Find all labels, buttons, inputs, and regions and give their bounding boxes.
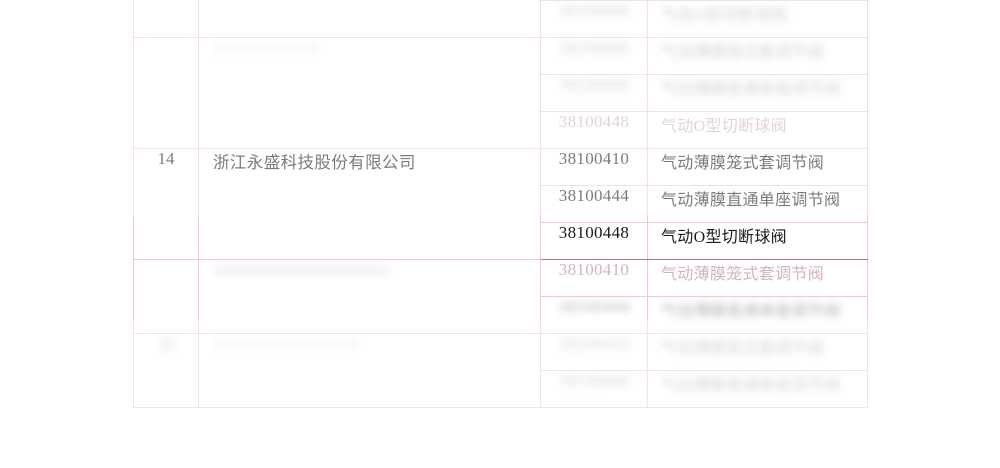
product-name-cell: 气动O型切断球阀 (647, 111, 868, 149)
product-code: 38100000 (558, 38, 630, 57)
product-code-cell: 38100448 (540, 222, 648, 260)
company-name: ○○○○○○○○○○ (213, 38, 317, 57)
table-row[interactable]: 38100444 气动薄膜直通单座调节阀 (134, 296, 868, 334)
product-code: 38100448 (558, 223, 630, 242)
table-row[interactable]: ○○○○○○○○○○ 38100000 气动薄膜笼式套调节阀 (133, 37, 868, 149)
product-code-cell: 38100000 (540, 74, 648, 112)
product-code-cell: 38100410 (540, 259, 648, 297)
product-name-cell: 气动薄膜直通单座调节阀 (647, 74, 868, 112)
row-index (134, 0, 198, 37)
table-row-focused[interactable]: 14 浙江永盛科技股份有限公司 38100410 气动薄膜笼式套调节阀 (133, 148, 868, 260)
product-name: 气动O型切断球阀 (661, 229, 787, 246)
company-cell-container: ○○○○○○○○○○○○○○ (198, 333, 541, 408)
product-name-cell: 气动O型切断球阀 (647, 222, 868, 260)
product-name-cell: 气动薄膜直通单座调节阀 (647, 370, 868, 408)
row-index (134, 38, 198, 148)
row-index: 14 (157, 149, 175, 168)
company-name: ○○○○○○○○○○○○○○ (213, 334, 359, 353)
product-code-cell: 38100448 (540, 111, 648, 149)
table-row[interactable]: ○○○○○○○○○○○○○○○○○ 38100410 气动薄膜笼式套调节阀 (133, 259, 868, 334)
product-code-cell: 38100410 (540, 148, 648, 186)
product-name: 气动O型切断球阀 (661, 7, 787, 24)
page-margin-left (0, 0, 133, 468)
table-body: ○○○○○○○○○○○○○○○○ 38100000 气动薄膜笼式套调节阀 381… (133, 0, 868, 408)
product-code: 38100000 (558, 1, 630, 20)
table-row[interactable]: 38100448 气动O型切断球阀 (134, 111, 868, 149)
company-name: ○○○○○○○○○○○○○○○○○ (213, 260, 390, 279)
row-index-cell (133, 37, 199, 149)
table-row[interactable]: 16 ○○○○○○○○○○○○○○ 38100410 气动薄膜笼式套调节阀 (133, 333, 868, 408)
product-code-cell: 38100000 (540, 37, 648, 75)
product-name: 气动薄膜笼式套调节阀 (661, 266, 825, 283)
product-code: 38100000 (558, 75, 630, 94)
row-index-cell (133, 0, 199, 38)
product-code: 38100444 (558, 371, 630, 390)
product-code-cell: 38100444 (540, 296, 648, 334)
product-name-cell: 气动薄膜笼式套调节阀 (647, 37, 868, 75)
company-name: ○○○○○○○○○○○○○○○○ (199, 0, 540, 37)
row-index-cell (133, 259, 199, 334)
product-name-cell: 气动O型切断球阀 (647, 0, 868, 38)
page-margin-right (868, 0, 1000, 468)
product-name-cell: 气动薄膜直通单座调节阀 (647, 296, 868, 334)
product-name: 气动薄膜笼式套调节阀 (661, 44, 825, 61)
product-name: 气动薄膜笼式套调节阀 (661, 155, 825, 172)
table-row[interactable]: 38100444 气动薄膜直通单座调节阀 (134, 370, 868, 408)
product-code-cell: 38100444 (540, 185, 648, 223)
product-name: 气动薄膜笼式套调节阀 (661, 340, 825, 357)
product-code: 38100444 (558, 186, 630, 205)
row-index: 16 (157, 334, 175, 353)
company-cell-container: ○○○○○○○○○○○○○○○○○ (198, 259, 541, 334)
product-name: 气动薄膜直通单座调节阀 (661, 192, 841, 209)
table-row[interactable]: 38100000 气动薄膜直通单座调节阀 (134, 74, 868, 112)
product-code: 38100448 (558, 112, 630, 131)
product-name-cell: 气动薄膜直通单座调节阀 (647, 185, 868, 223)
product-name: 气动薄膜直通单座调节阀 (661, 377, 841, 394)
row-index-cell: 14 (133, 148, 199, 260)
company-name: 浙江永盛科技股份有限公司 (213, 153, 416, 172)
product-name: 气动薄膜直通单座调节阀 (661, 81, 841, 98)
product-code: 38100444 (558, 297, 630, 316)
product-name-cell: 气动薄膜笼式套调节阀 (647, 148, 868, 186)
product-code-cell: 38100000 (540, 0, 648, 38)
row-index (134, 260, 198, 333)
product-name: 气动O型切断球阀 (661, 118, 787, 135)
company-cell-container: 浙江永盛科技股份有限公司 (198, 148, 541, 260)
product-code: 38100410 (558, 149, 630, 168)
company-cell-container: ○○○○○○○○○○ (198, 37, 541, 149)
product-name: 气动薄膜直通单座调节阀 (661, 303, 841, 320)
table-row-focused[interactable]: 38100448 气动O型切断球阀 (134, 222, 868, 260)
product-code: 38100410 (558, 334, 630, 353)
product-code-cell: 38100410 (540, 333, 648, 371)
product-code: 38100410 (558, 260, 630, 279)
supplier-product-table: ○○○○○○○○○○○○○○○○ 38100000 气动薄膜笼式套调节阀 381… (133, 0, 868, 408)
table-row[interactable]: 38100000 气动O型切断球阀 (134, 0, 868, 38)
company-cell-container: ○○○○○○○○○○○○○○○○ (198, 0, 541, 38)
product-name-cell: 气动薄膜笼式套调节阀 (647, 333, 868, 371)
product-name-cell: 气动薄膜笼式套调节阀 (647, 259, 868, 297)
row-index-cell: 16 (133, 333, 199, 408)
product-code-cell: 38100444 (540, 370, 648, 408)
